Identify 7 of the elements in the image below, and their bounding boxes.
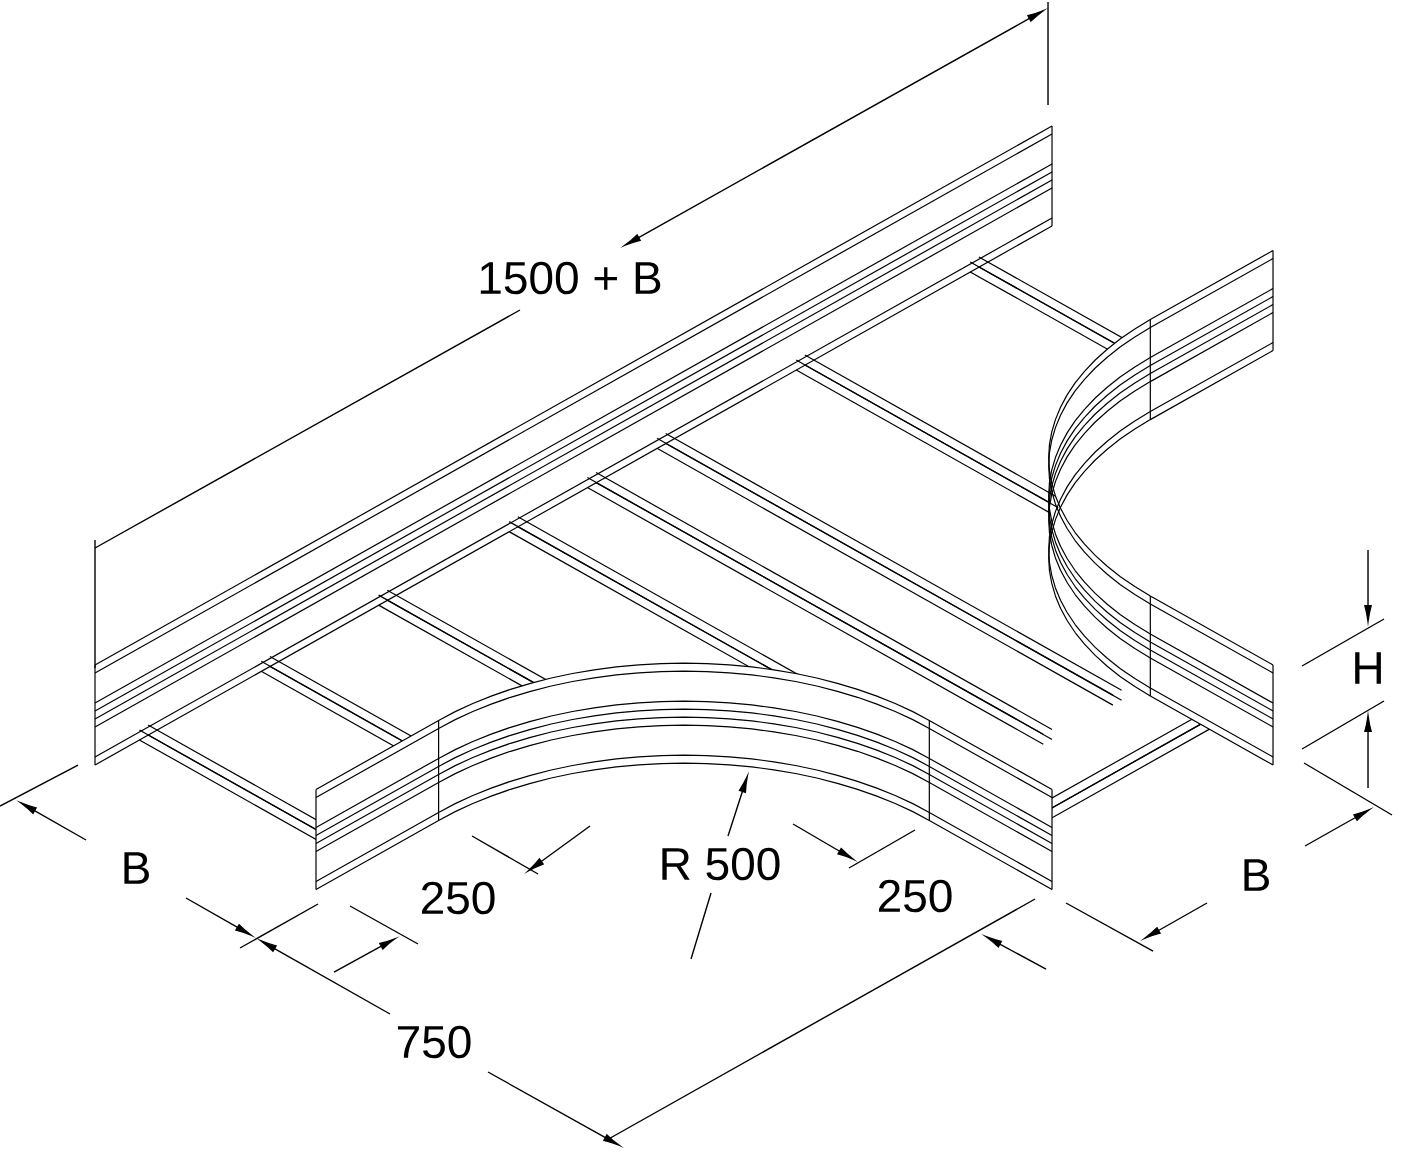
dimension-label: 250: [878, 879, 952, 913]
dimension-label: B: [124, 852, 149, 884]
dimension-label: 250: [421, 881, 495, 915]
dimension-label: H: [1355, 652, 1381, 684]
dimension-label: 750: [398, 1025, 471, 1059]
dimension-label: B: [1244, 859, 1269, 891]
dimension-label: 1500 + B: [480, 261, 661, 295]
